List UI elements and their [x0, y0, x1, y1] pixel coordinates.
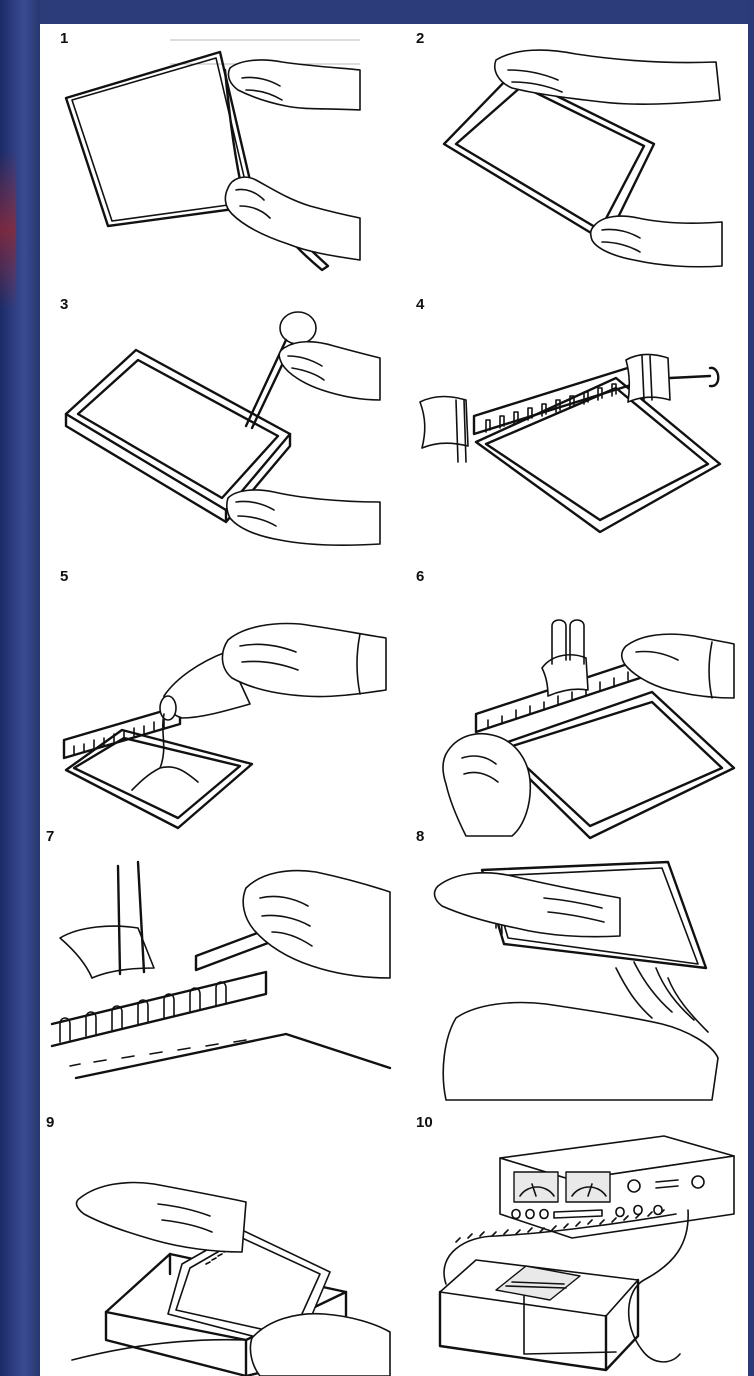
- clamp-right: [626, 355, 670, 403]
- comb: [474, 366, 634, 434]
- step-3-panel: 3: [60, 296, 380, 556]
- binder-clips: [542, 655, 588, 696]
- step-9-illustration: [46, 1114, 390, 1376]
- comb-closeup: [52, 972, 266, 1046]
- glove-upper: [77, 1183, 246, 1252]
- gel-tray: [476, 378, 720, 532]
- background-right-edge: [748, 0, 754, 1376]
- glove-right: [622, 634, 734, 698]
- step-6-panel: 6: [416, 568, 736, 838]
- step-10-panel: 10: [416, 1114, 736, 1376]
- hand-top: [495, 50, 720, 104]
- step-1-panel: 1: [60, 30, 380, 280]
- step-7-panel: 7: [46, 828, 390, 1100]
- step-8-panel: 8: [416, 828, 736, 1100]
- step-7-illustration: [46, 828, 390, 1100]
- clamp-left: [420, 397, 468, 449]
- hand-top: [279, 342, 380, 400]
- glove-lower: [250, 1314, 390, 1376]
- glove-left: [443, 734, 530, 836]
- knob: [628, 1180, 640, 1192]
- background-left-edge: [0, 0, 40, 1376]
- step-4-illustration: [416, 296, 736, 556]
- step-3-illustration: [60, 296, 380, 556]
- step-6-illustration: [416, 568, 736, 838]
- hand-bottom: [591, 216, 722, 267]
- gloved-hand: [222, 624, 386, 697]
- clamp-closeup: [60, 926, 154, 978]
- step-2-illustration: [416, 30, 736, 280]
- step-9-panel: 9: [46, 1114, 390, 1376]
- step-4-panel: 4: [416, 296, 736, 556]
- glove-top: [435, 873, 620, 937]
- glove-bottom: [443, 1003, 718, 1100]
- step-10-illustration: [416, 1114, 736, 1376]
- step-5-illustration: [60, 568, 390, 838]
- step-5-panel: 5: [60, 568, 390, 838]
- hand-upper: [228, 60, 360, 110]
- gloved-hand: [243, 871, 390, 978]
- clamp-handle: [670, 368, 718, 386]
- step-1-illustration: [60, 30, 380, 280]
- poured-liquid: [132, 714, 198, 790]
- step-8-illustration: [416, 828, 736, 1100]
- step-2-panel: 2: [416, 30, 736, 280]
- instruction-sheet: 1 2 3: [40, 24, 748, 1376]
